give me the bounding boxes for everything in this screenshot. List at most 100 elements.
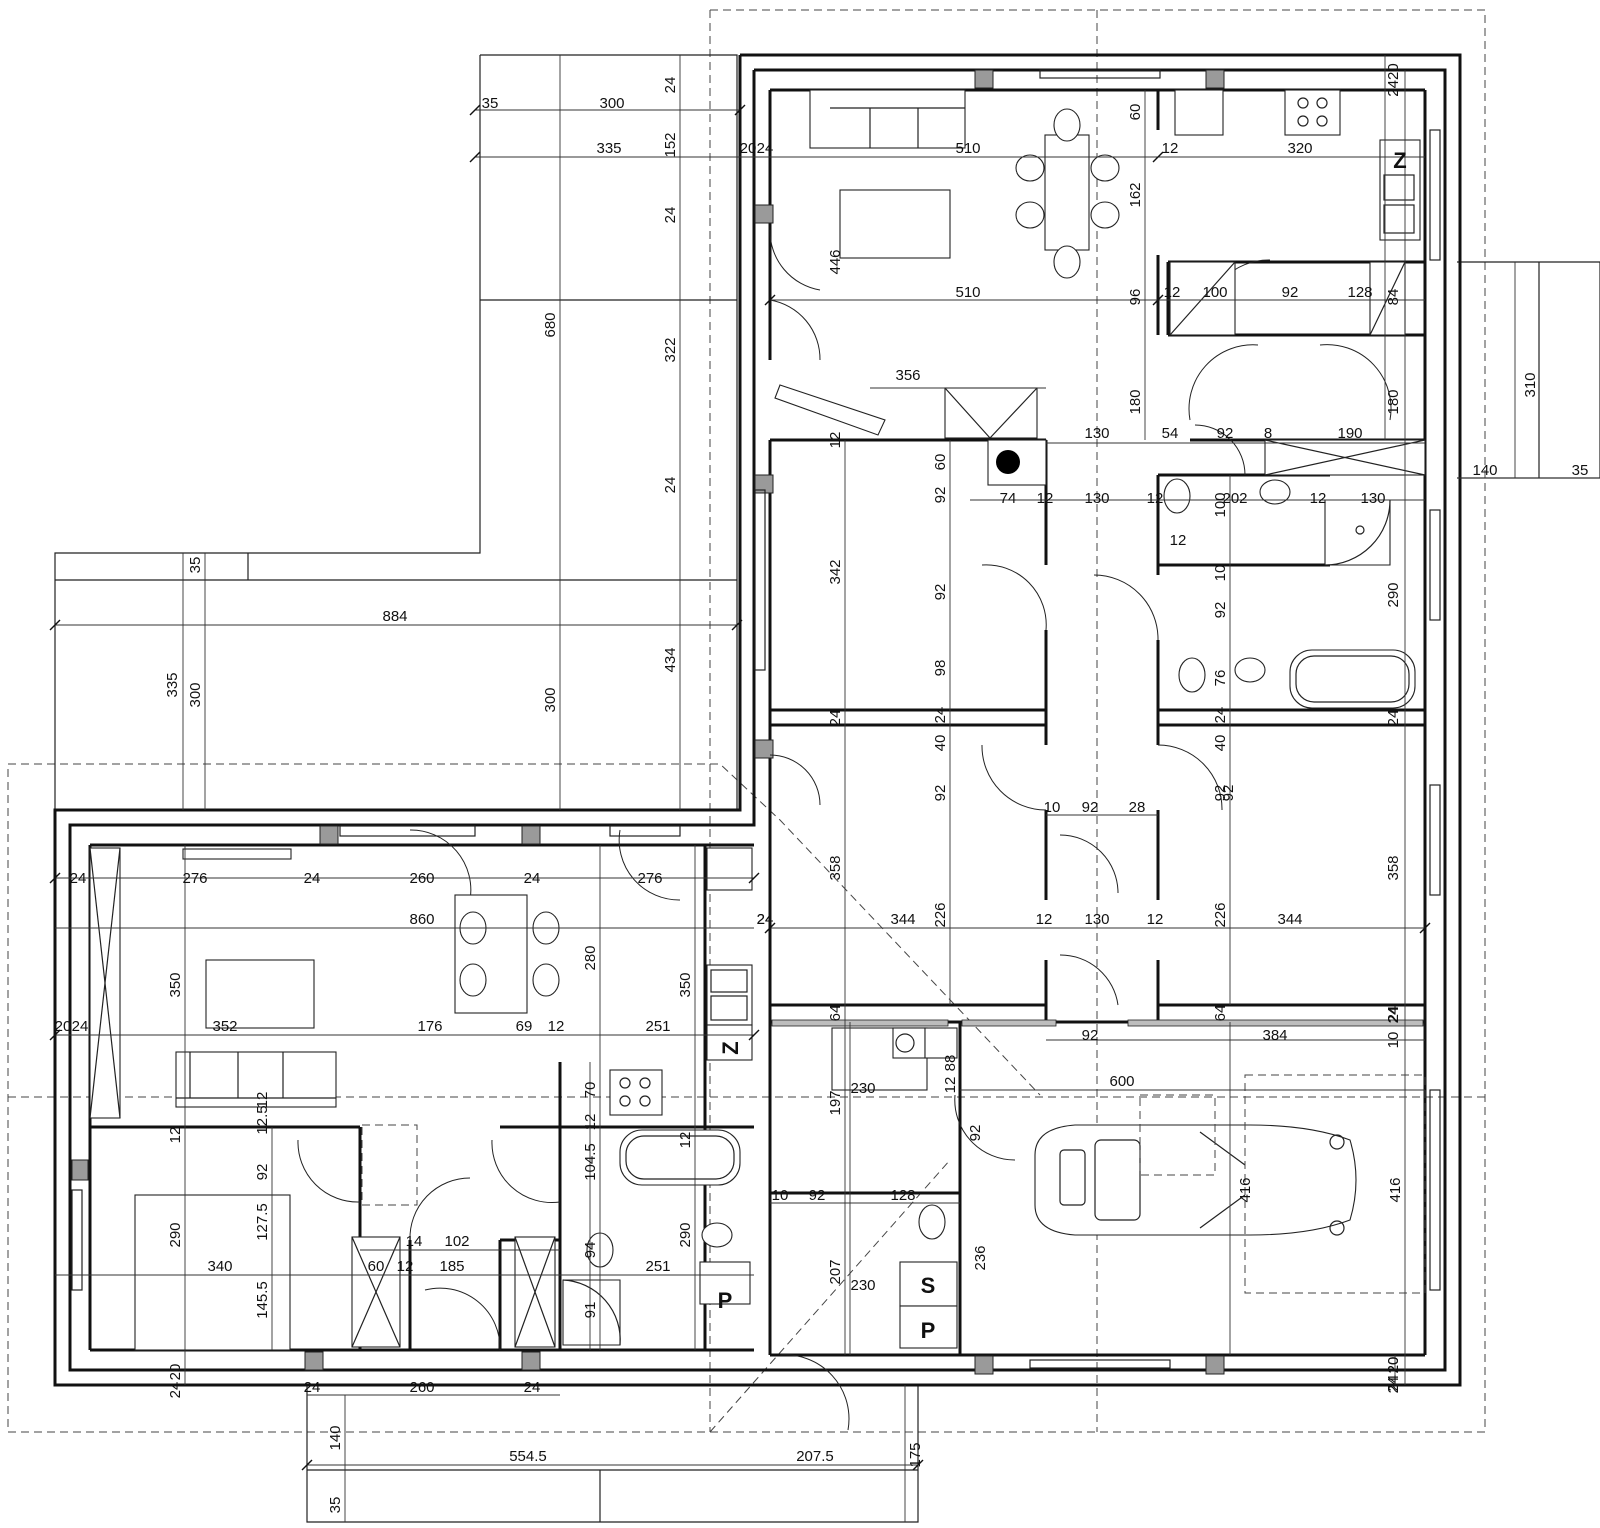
dim-label: 69 [516, 1018, 533, 1035]
dim-label: 104.5 [582, 1143, 599, 1181]
dim-label: 344 [1277, 911, 1302, 928]
dim-label: 92 [1082, 1027, 1099, 1044]
dim-label: 300 [187, 682, 204, 707]
dim-label: 91 [582, 1302, 599, 1319]
dim-label: 12 [1036, 911, 1053, 928]
dim-label: 350 [677, 972, 694, 997]
dim-label: 300 [599, 95, 624, 112]
dim-label: 24 [757, 911, 774, 928]
dim-label: 8 [1264, 425, 1272, 442]
dim-label: 24 [70, 870, 87, 887]
dim-label: 130 [1084, 425, 1109, 442]
dim-label: 24 [757, 911, 774, 928]
dim-label: 88 [942, 1055, 959, 1072]
dim-label: 335 [596, 140, 621, 157]
fridge-symbol: Z [718, 1041, 743, 1054]
dim-label: 74 [1000, 490, 1017, 507]
dim-label: 40 [932, 735, 949, 752]
dim-label: 230 [850, 1080, 875, 1097]
dim-label: 20 [1385, 1357, 1402, 1374]
dim-label: 70 [582, 1082, 599, 1099]
p-symbol: P [718, 1288, 733, 1313]
dim-label: 130 [1084, 911, 1109, 928]
dim-label: 60 [1127, 104, 1144, 121]
dim-label: 92 [254, 1164, 271, 1181]
dim-label: 24 [524, 1379, 541, 1396]
dim-label: 352 [212, 1018, 237, 1035]
dim-label: 94 [582, 1242, 599, 1259]
dim-label: 322 [662, 337, 679, 362]
dim-label: 12 [1037, 490, 1054, 507]
dim-label: 190 [1337, 425, 1362, 442]
dim-label: 12 [1162, 140, 1179, 157]
dim-label: 12 [1170, 532, 1187, 549]
dim-label: 84 [1385, 289, 1402, 306]
s-symbol: S [921, 1273, 936, 1298]
dim-label: 130 [1084, 490, 1109, 507]
dim-label: 60 [368, 1258, 385, 1275]
dim-label: 176 [417, 1018, 442, 1035]
sink-icon [701, 1222, 733, 1248]
dim-label: 24 [1385, 1375, 1402, 1392]
dim-label: 2420 [1385, 63, 1402, 96]
dim-label: 358 [827, 855, 844, 880]
dim-label: 12 [582, 1114, 599, 1131]
dim-label: 290 [677, 1222, 694, 1247]
dim-label: 236 [972, 1245, 989, 1270]
dimension-ticks [49, 104, 1431, 1471]
dim-label: 12 [677, 1132, 694, 1149]
dim-label: 12 [397, 1258, 414, 1275]
dim-label: 92 [932, 487, 949, 504]
dim-label: 207 [827, 1259, 844, 1284]
dim-label: 276 [182, 870, 207, 887]
dim-label: 416 [1387, 1177, 1404, 1202]
dim-label: 12 [1164, 284, 1181, 301]
toilet-icon [1178, 657, 1206, 693]
dim-label: 40 [1212, 735, 1229, 752]
dim-label: 24 [1385, 1007, 1402, 1024]
dim-label: 24 [932, 707, 949, 724]
dim-label: 24 [662, 477, 679, 494]
dim-label: 130 [1360, 490, 1385, 507]
dim-label: 358 [1385, 855, 1402, 880]
dim-label: 92 [809, 1187, 826, 1204]
fixture-symbols: Z Z P P S [718, 148, 1407, 1343]
cooktop-icon [1284, 89, 1341, 136]
dim-label: 384 [1262, 1027, 1287, 1044]
fridge-symbol: Z [1393, 148, 1406, 173]
dim-label: 10 [1044, 799, 1061, 816]
dim-label: 100 [1202, 284, 1227, 301]
dim-label: 600 [1109, 1073, 1134, 1090]
dim-label: 92 [1212, 602, 1229, 619]
dim-label: 28 [1129, 799, 1146, 816]
outer-walls [53, 53, 1462, 1387]
dim-label: 24 [1212, 707, 1229, 724]
dim-label: 24 [757, 140, 774, 157]
dim-label: 128 [890, 1187, 915, 1204]
dim-label: 20 [1385, 1357, 1402, 1374]
dim-label: 446 [827, 249, 844, 274]
insulation-strips [771, 1019, 1424, 1027]
dim-label: 251 [645, 1018, 670, 1035]
dim-label: 680 [542, 312, 559, 337]
dim-label: 175 [907, 1442, 924, 1467]
dim-label: 860 [409, 911, 434, 928]
terrace-outline [54, 54, 1600, 1523]
dim-label: 10 [772, 1187, 789, 1204]
cooktop-icon [609, 1069, 663, 1116]
dim-label: 335 [164, 672, 181, 697]
dim-label: 185 [439, 1258, 464, 1275]
dim-label: 340 [207, 1258, 232, 1275]
dim-label: 12 [1310, 490, 1327, 507]
dim-label: 127.5 [254, 1203, 271, 1241]
dim-label: 350 [167, 972, 184, 997]
dim-label: 100 [1212, 492, 1229, 517]
windows [71, 69, 1441, 1369]
toilet-icon [1163, 478, 1191, 514]
dim-label: 310 [1522, 372, 1539, 397]
dim-label: 434 [662, 647, 679, 672]
dim-label: 202 [1222, 490, 1247, 507]
dim-label: 12.5 [254, 1105, 271, 1134]
dim-label: 14 [406, 1233, 423, 1250]
dim-label: 35 [1572, 462, 1589, 479]
